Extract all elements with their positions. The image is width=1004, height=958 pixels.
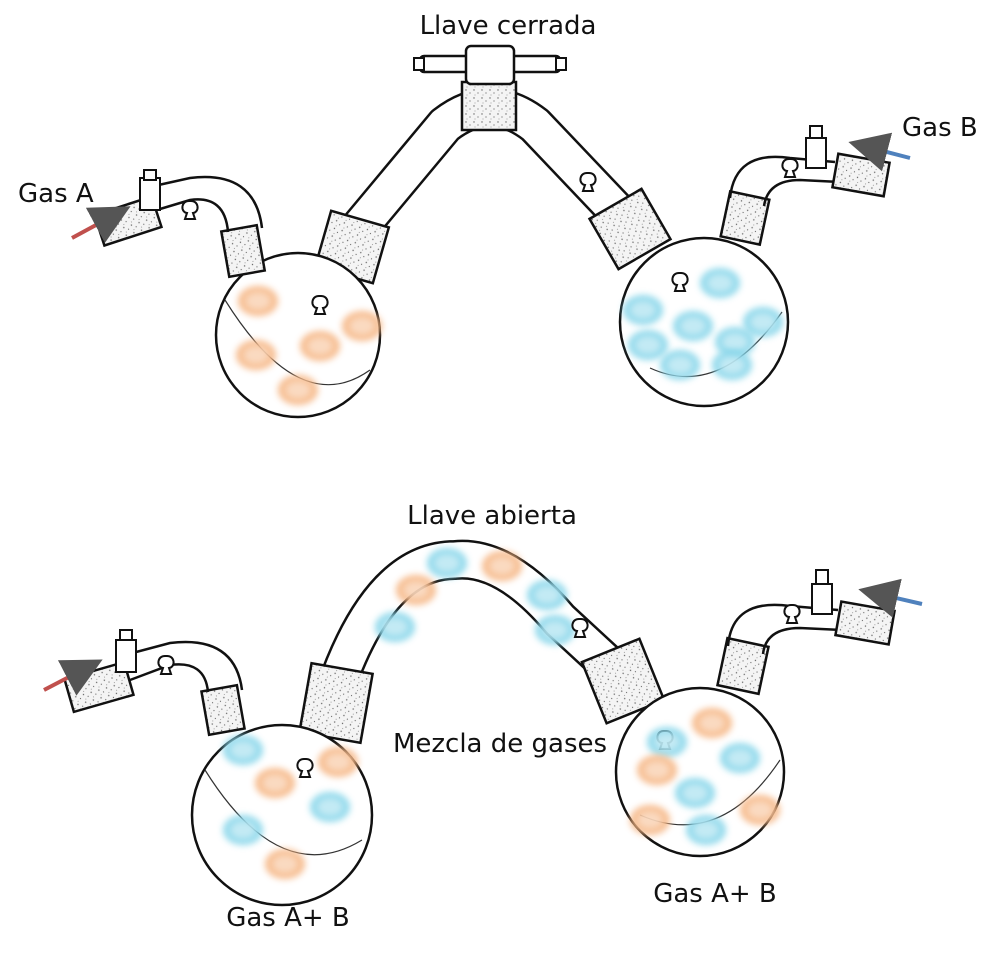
gas-a-particle	[637, 755, 677, 785]
gas-a-particle	[255, 768, 295, 798]
gas-b-label: Gas B	[902, 113, 978, 143]
bottom-valve-label: Llave abierta	[407, 501, 577, 531]
mixture-label: Mezcla de gases	[393, 729, 607, 759]
bottom-right-inlet	[715, 569, 896, 696]
bottom-right-tube-joint	[580, 637, 666, 725]
bottom-right-flask-particles	[630, 708, 780, 845]
gas-a-particle	[238, 286, 278, 316]
top-right-tube-joint	[587, 187, 673, 271]
gas-b-particle	[720, 743, 760, 773]
gas-b-arrow-bottom	[858, 578, 923, 618]
bottom-left-flask-particles	[223, 735, 358, 879]
gas-a-particle	[342, 311, 382, 341]
gas-a-particle	[630, 805, 670, 835]
gas-b-particle	[623, 295, 663, 325]
gas-a-arrow-bottom	[43, 659, 103, 696]
closed-stopcock[interactable]	[413, 44, 567, 132]
gas-a-label: Gas A	[18, 179, 94, 209]
gas-a-particle	[265, 849, 305, 879]
gas-b-particle	[310, 792, 350, 822]
gas-b-particle	[700, 268, 740, 298]
gas-a-particle	[692, 708, 732, 738]
gas-a-particle	[482, 551, 522, 581]
inlet-stopcock-icon	[181, 199, 199, 220]
gas-b-particle	[673, 311, 713, 341]
top-apparatus: Llave cerrada Gas A	[18, 11, 978, 419]
gas-a-particle	[278, 375, 318, 405]
top-left-inlet	[92, 169, 267, 279]
gas-b-particle	[375, 612, 415, 642]
gas-b-particle	[675, 778, 715, 808]
gas-b-particle	[715, 327, 755, 357]
bottom-left-inlet	[62, 629, 246, 737]
bottom-apparatus: Llave abierta	[43, 501, 923, 933]
gas-a-particle	[396, 575, 436, 605]
right-result-label: Gas A+ B	[653, 879, 777, 909]
gas-b-particle	[712, 350, 752, 380]
gas-a-arrow	[71, 206, 131, 243]
gas-b-particle	[535, 615, 575, 645]
inlet-stopcock-icon	[783, 603, 801, 624]
gas-b-particle	[647, 727, 687, 757]
gas-b-arrow	[848, 132, 911, 172]
top-right-flask-particles	[623, 268, 783, 380]
top-right-inlet	[719, 125, 892, 247]
gas-b-particle	[223, 735, 263, 765]
gas-b-particle	[628, 330, 668, 360]
gas-b-particle	[223, 815, 263, 845]
gas-a-particle	[740, 795, 780, 825]
inlet-stopcock-icon	[781, 157, 799, 178]
gas-b-particle	[743, 307, 783, 337]
gas-a-particle	[236, 340, 276, 370]
gas-b-particle	[427, 548, 467, 578]
gas-b-particle	[660, 350, 700, 380]
inlet-stopcock-icon	[157, 654, 175, 675]
top-valve-label: Llave cerrada	[420, 11, 597, 41]
gas-a-particle	[300, 331, 340, 361]
gas-b-particle	[527, 580, 567, 610]
top-left-flask-particles	[236, 286, 382, 405]
left-result-label: Gas A+ B	[226, 903, 350, 933]
gas-a-particle	[318, 747, 358, 777]
gas-b-particle	[686, 815, 726, 845]
bottom-tube-particles	[375, 548, 575, 645]
